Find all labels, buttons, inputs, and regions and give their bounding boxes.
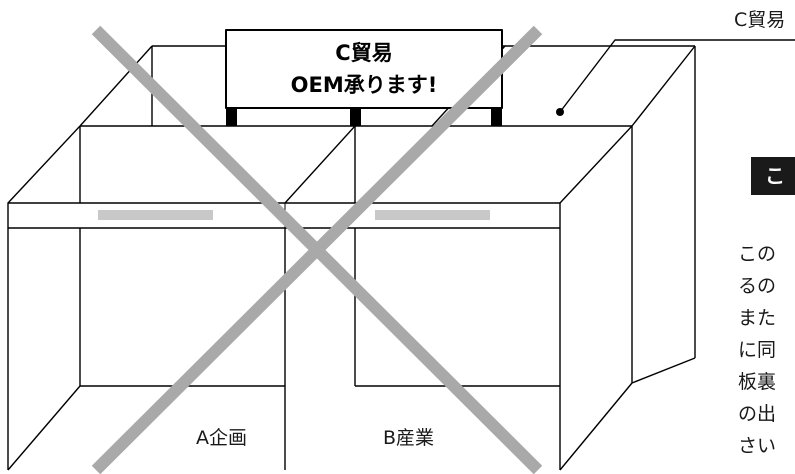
side-panel-line-4: に同: [738, 339, 776, 361]
side-panel-line-1: この: [738, 243, 776, 265]
callout-leader: [556, 39, 795, 116]
callout-label: C貿易: [734, 9, 785, 31]
cross-out-mark: [91, 25, 543, 474]
fascia-stripe-left: [98, 210, 213, 220]
side-panel-line-2: るの: [738, 275, 776, 297]
side-panel-line-3: また: [738, 307, 776, 329]
side-panel: こ この るの また に同 板裏 の出 さい: [738, 157, 795, 457]
sign-line-1: C貿易: [335, 41, 392, 65]
fascia-stripe-right: [375, 210, 490, 220]
booth-label-a: A企画: [196, 427, 247, 449]
side-panel-line-5: 板裏: [738, 371, 776, 393]
side-panel-line-7: さい: [738, 435, 776, 457]
signboard: [225, 29, 503, 126]
booth-label-b: B産業: [383, 427, 434, 449]
front-booths: [7, 125, 633, 471]
sign-line-2: OEM承ります!: [291, 73, 438, 97]
side-panel-heading: こ: [765, 164, 785, 188]
side-panel-line-6: の出: [738, 403, 776, 425]
side-panel-heading-bg: [751, 157, 795, 195]
